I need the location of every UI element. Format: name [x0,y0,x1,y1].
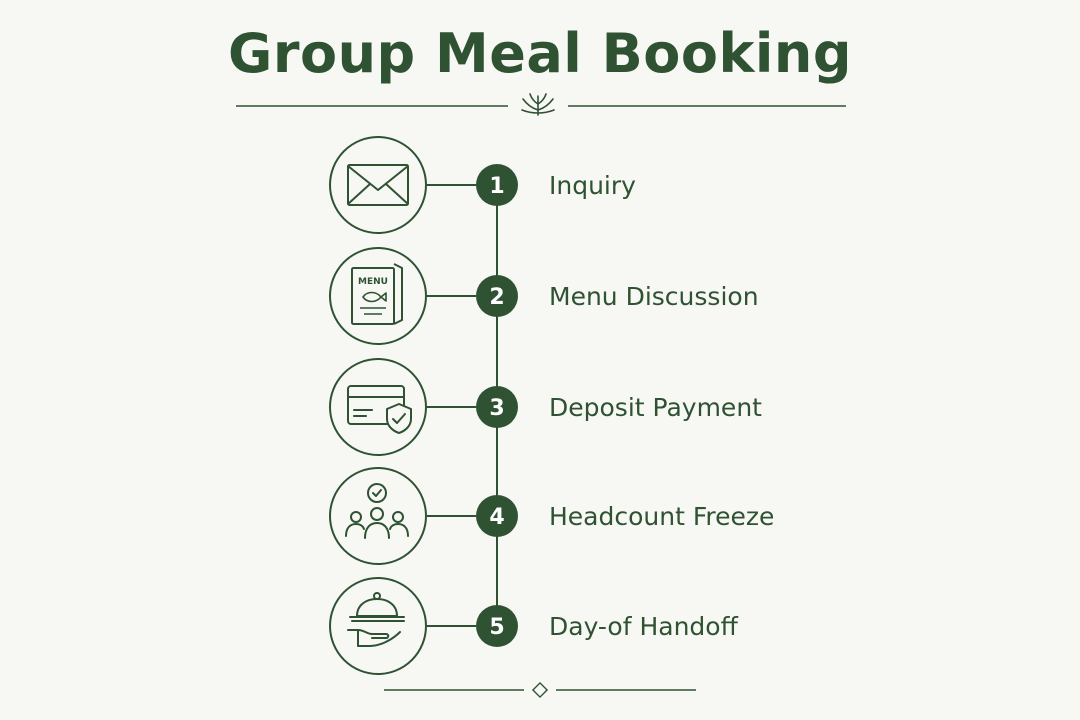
step-5-icon-ring [329,577,427,675]
step-5-label: Day-of Handoff [549,612,739,641]
step-2-number: 2 [489,285,504,310]
step-3-icon-ring [329,358,427,456]
step-2: MENU 2 Menu Discussion [329,247,759,345]
step-4: 4 Headcount Freeze [329,467,774,565]
envelope-icon [347,164,409,206]
step-2-number-badge [476,275,518,317]
step-1-icon-ring [329,136,427,234]
step-5: 5 Day-of Handoff [329,577,739,675]
step-4-number-badge [476,495,518,537]
step-1-number-badge [476,164,518,206]
step-5-number-badge [476,605,518,647]
menu-card-icon [351,263,403,325]
sprig-ornament-icon [521,93,555,116]
credit-card-shield-icon [347,385,412,434]
step-3: 3 Deposit Payment [329,358,762,456]
serving-cloche-icon [347,592,405,647]
step-3-number-badge [476,386,518,428]
step-1-label: Inquiry [549,171,636,200]
step-3-label: Deposit Payment [549,393,762,422]
group-check-icon [345,483,409,539]
step-4-icon-ring [329,467,427,565]
step-5-number: 5 [489,615,504,640]
step-1: 1 Inquiry [329,136,636,234]
step-2-label: Menu Discussion [549,282,759,311]
step-4-number: 4 [489,505,504,530]
step-1-number: 1 [489,174,504,199]
step-4-label: Headcount Freeze [549,502,774,531]
menu-card-text: MENU [358,277,388,287]
diamond-ornament-icon [531,681,549,699]
page-title: Group Meal Booking [228,22,852,85]
step-2-icon-ring [329,247,427,345]
bottom-divider [384,681,696,699]
step-3-number: 3 [489,396,504,421]
